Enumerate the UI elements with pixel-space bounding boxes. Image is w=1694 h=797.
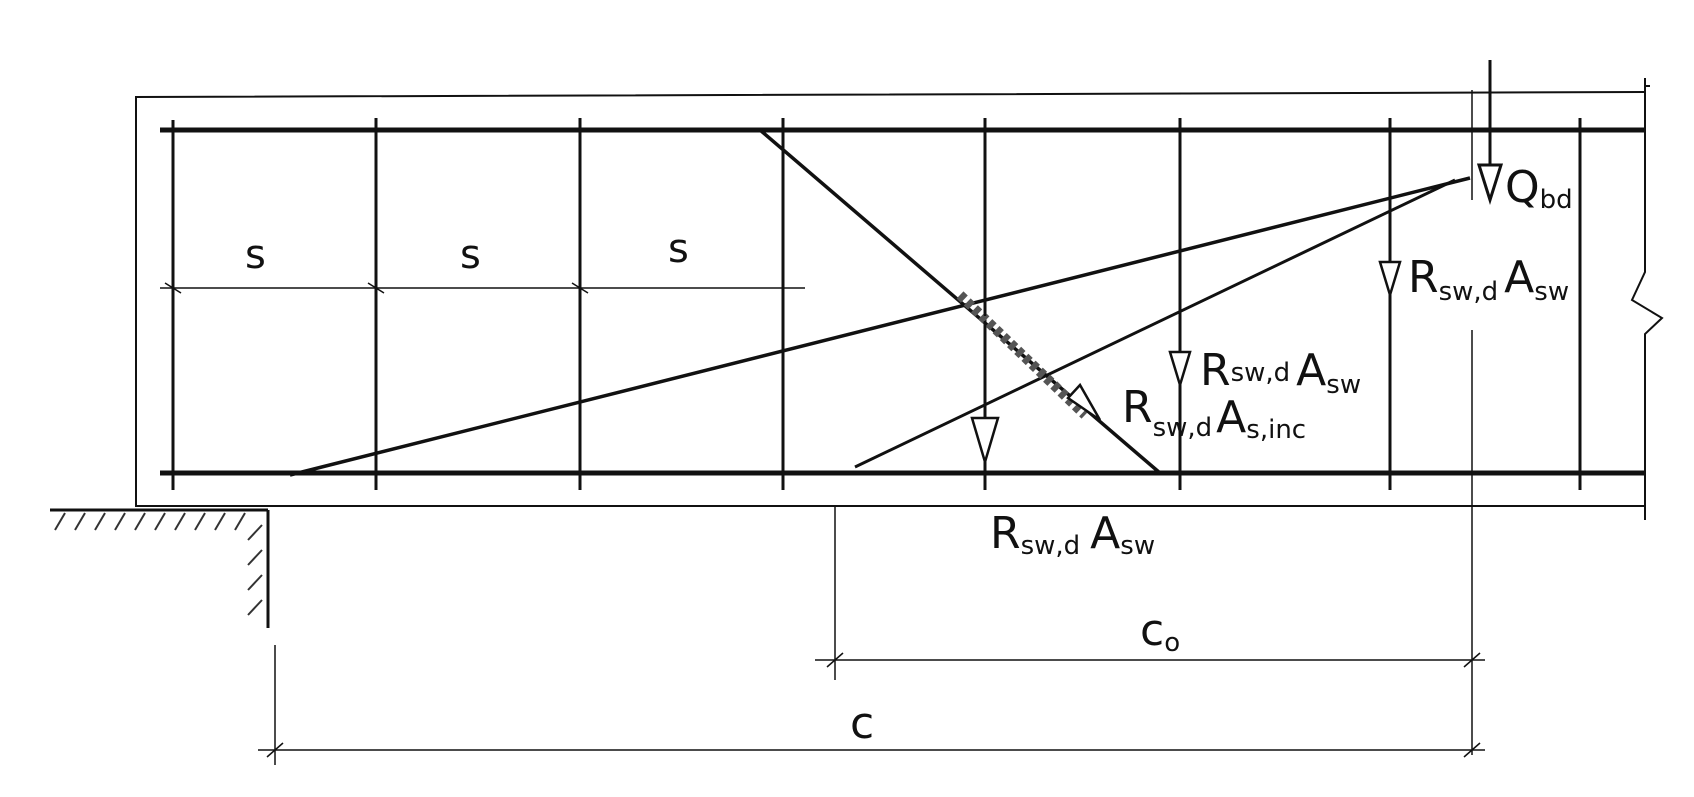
dim-c0-label: co [1140,605,1180,658]
dimension-lines [258,330,1485,765]
spacing-label-1: s [245,232,266,278]
load-label: Qbd [1505,162,1573,215]
inclined-bar-force [956,291,1089,419]
beam-outline [135,91,1646,507]
stirrups [171,118,1582,490]
load-arrow [1476,60,1504,206]
arrow-head [1066,382,1102,422]
stirrup-force-arrows [970,180,1402,467]
arrow-head [1378,260,1402,300]
arrow-head [1168,350,1192,390]
support-hatch [54,512,263,616]
spacing-ticks [164,282,589,294]
crack-line-long [289,176,1471,477]
force-label-inclined: Rsw,dAs,inc [1122,382,1306,445]
break-line [1630,78,1664,520]
spacing-label-2: s [460,232,481,278]
crack-line-short [854,178,1456,469]
dim-c-label: c [850,698,874,749]
arrow-head [970,416,1000,467]
spacing-label-3: s [668,226,689,272]
